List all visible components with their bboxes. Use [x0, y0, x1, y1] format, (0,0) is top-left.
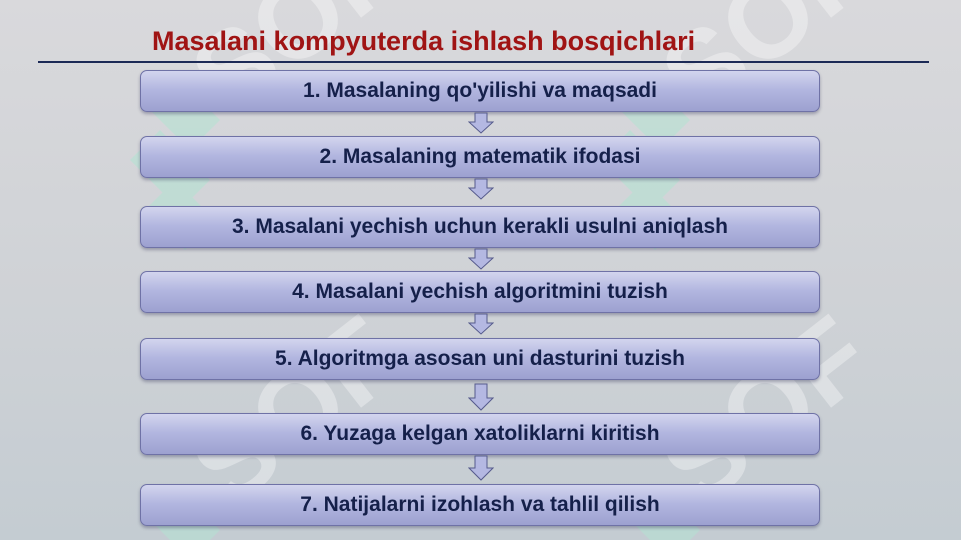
- down-arrow-icon: [468, 455, 494, 481]
- step-4-label: 4. Masalani yechish algoritmini tuzish: [292, 280, 668, 303]
- down-arrow-icon: [468, 248, 494, 270]
- step-2-label: 2. Masalaning matematik ifodasi: [319, 145, 641, 168]
- step-4-box: 4. Masalani yechish algoritmini tuzish: [140, 271, 820, 313]
- title-divider: [38, 61, 929, 63]
- step-5-box: 5. Algoritmga asosan uni dasturini tuzis…: [140, 338, 820, 380]
- step-7-box: 7. Natijalarni izohlash va tahlil qilish: [140, 484, 820, 526]
- step-6-label: 6. Yuzaga kelgan xatoliklarni kiritish: [300, 422, 660, 445]
- down-arrow-icon: [468, 112, 494, 134]
- step-3-box: 3. Masalani yechish uchun kerakli usulni…: [140, 206, 820, 248]
- step-5-label: 5. Algoritmga asosan uni dasturini tuzis…: [275, 347, 685, 370]
- step-6-box: 6. Yuzaga kelgan xatoliklarni kiritish: [140, 413, 820, 455]
- step-2-box: 2. Masalaning matematik ifodasi: [140, 136, 820, 178]
- down-arrow-icon: [468, 383, 494, 411]
- page-title: Masalani kompyuterda ishlash bosqichlari: [152, 26, 696, 56]
- down-arrow-icon: [468, 313, 494, 335]
- down-arrow-icon: [468, 178, 494, 200]
- step-1-box: 1. Masalaning qo'yilishi va maqsadi: [140, 70, 820, 112]
- step-3-label: 3. Masalani yechish uchun kerakli usulni…: [231, 215, 728, 238]
- step-1-label: 1. Masalaning qo'yilishi va maqsadi: [303, 79, 657, 102]
- step-7-label: 7. Natijalarni izohlash va tahlil qilish: [300, 493, 660, 516]
